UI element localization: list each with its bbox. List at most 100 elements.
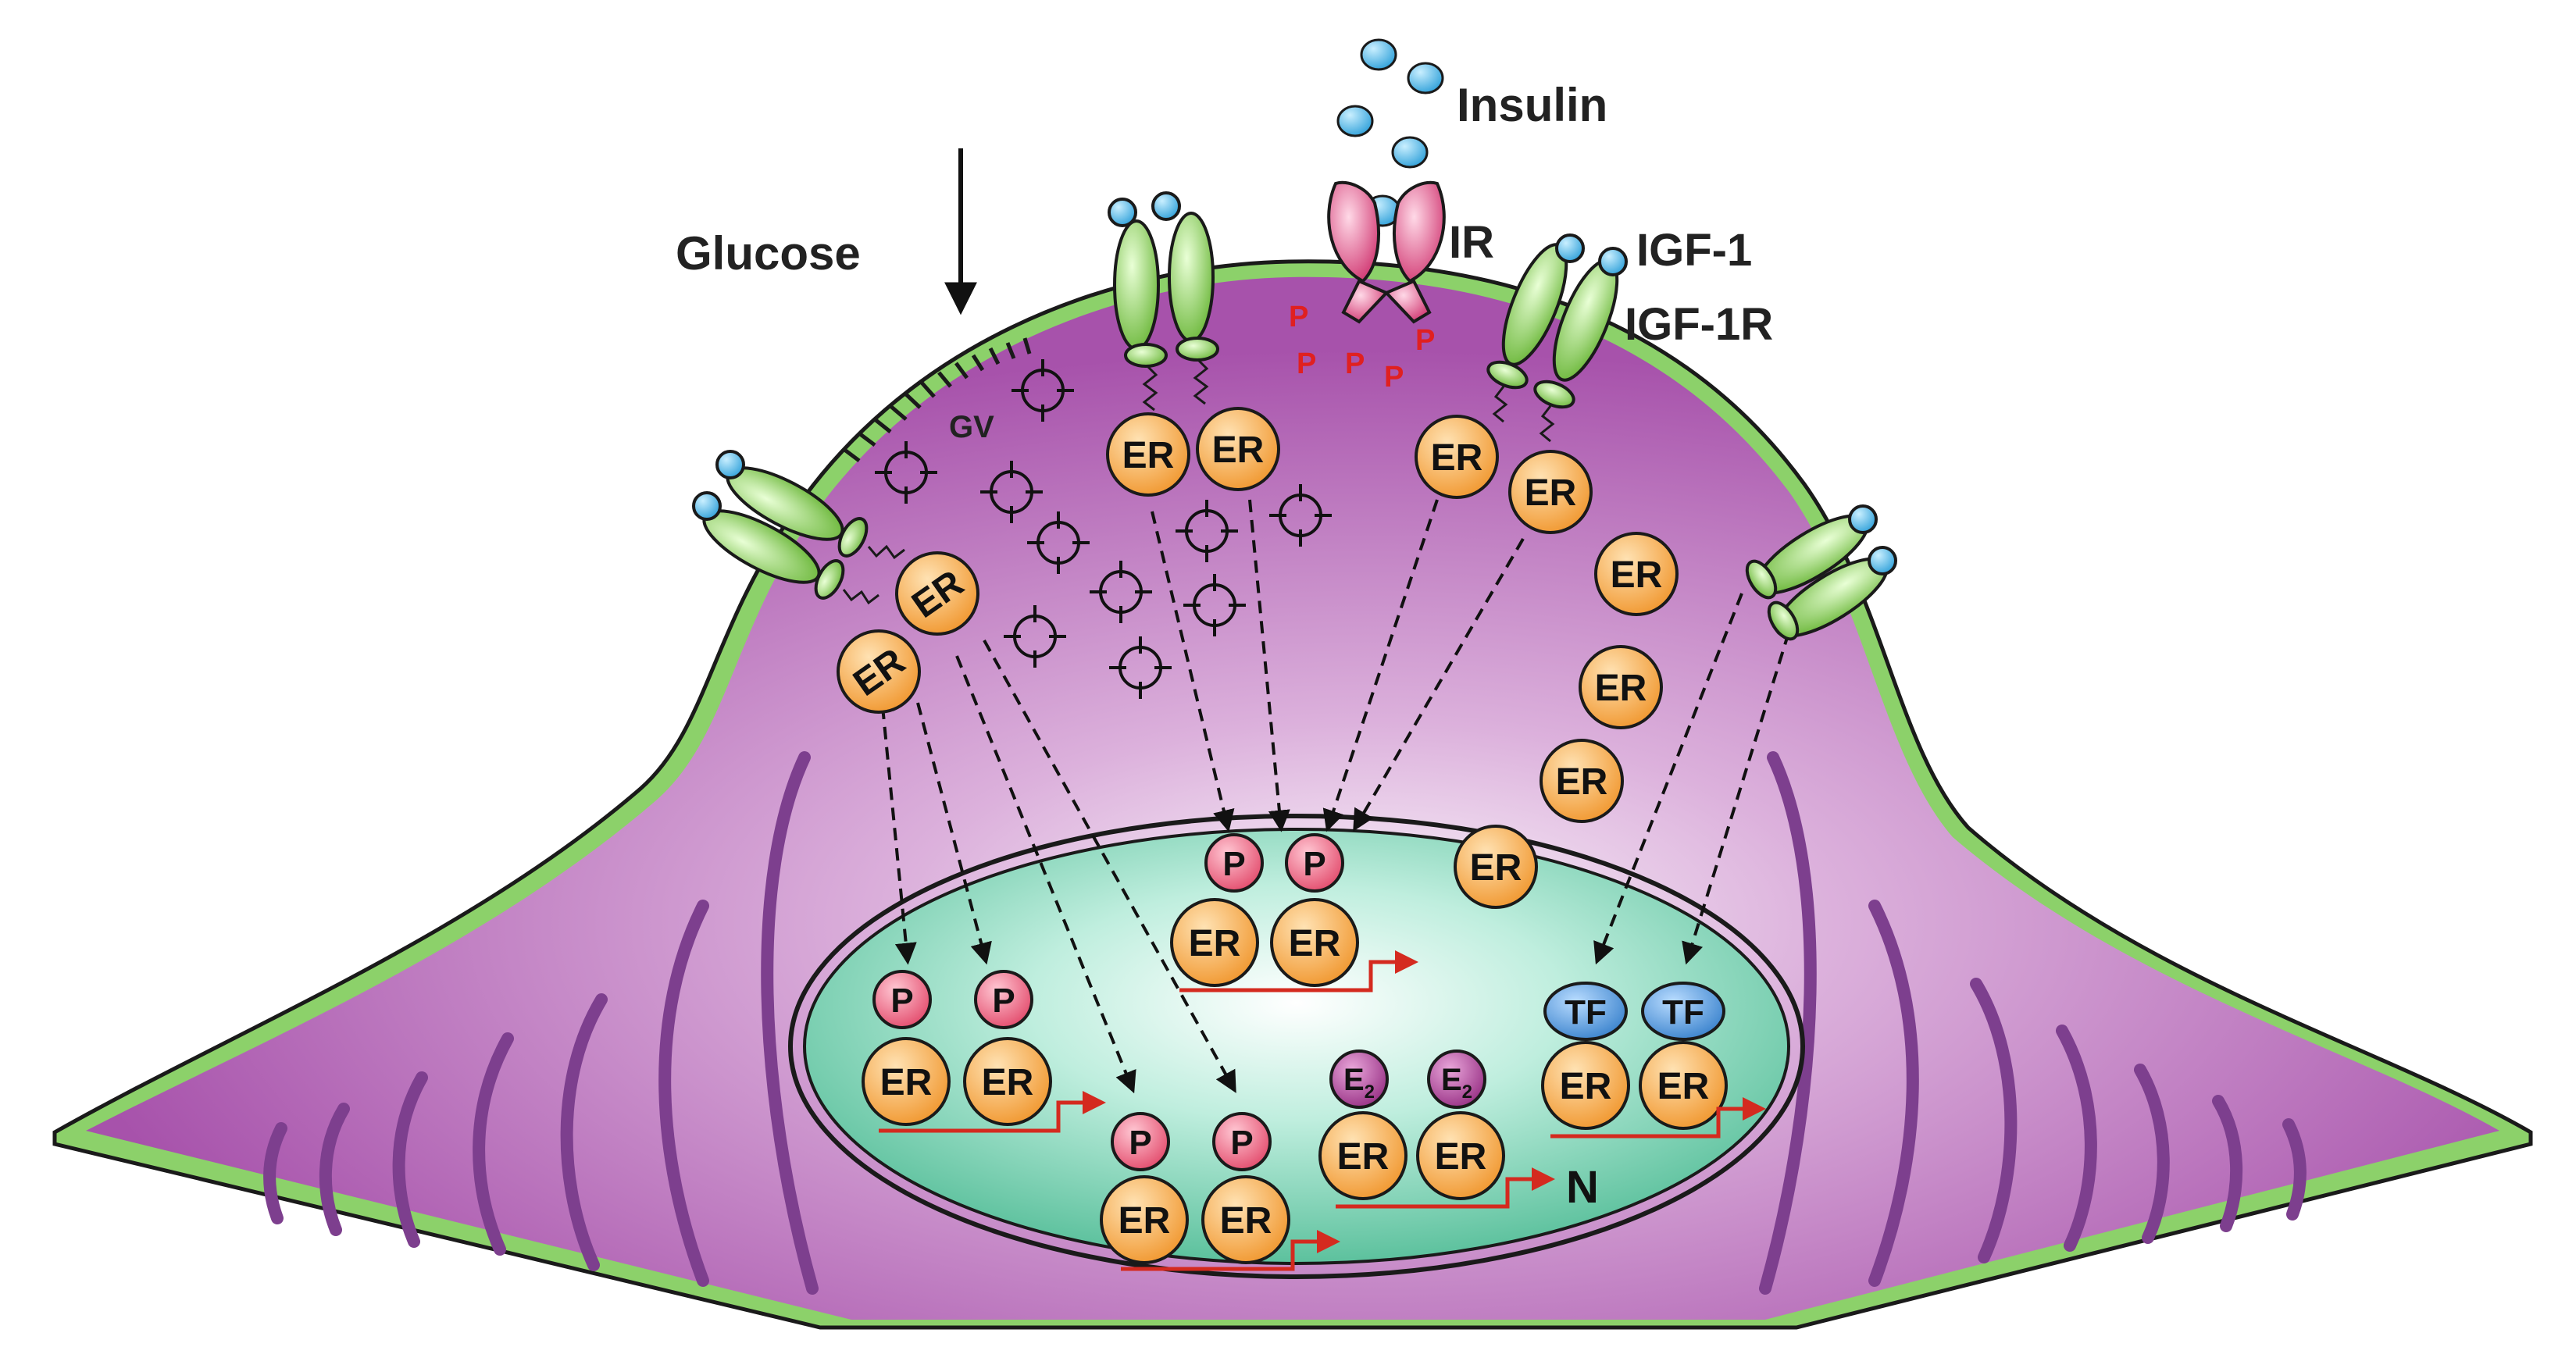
tf-factor: TF xyxy=(1543,982,1628,1041)
svg-text:ER: ER xyxy=(1470,847,1522,889)
complex-p-er-left: P P ER ER xyxy=(862,970,1106,1133)
er-protein: ER xyxy=(1454,825,1538,909)
insulin-molecules xyxy=(1336,38,1444,227)
glucose-vesicles xyxy=(875,359,1332,699)
igf1r-label: IGF-1R xyxy=(1625,299,1773,350)
er-cytoplasmic: ER ER ER ER ER ER ER ER ER ER xyxy=(837,407,1679,909)
vesicle-icon xyxy=(875,441,937,504)
vesicle-icon xyxy=(1027,511,1090,574)
igf1-label: IGF-1 xyxy=(1636,225,1752,276)
p-phospho: P xyxy=(1111,1112,1170,1171)
er-protein: ER xyxy=(1201,1175,1290,1264)
transcription-arrow xyxy=(1550,1097,1766,1139)
svg-text:TF: TF xyxy=(1565,993,1607,1032)
nucleus-outer-membrane xyxy=(788,814,1805,1279)
er-protein: ER xyxy=(1100,1175,1189,1264)
complex-e2-er: E2 E2 ER ER xyxy=(1318,1049,1555,1209)
er-protein: ER xyxy=(1540,739,1624,823)
svg-text:ER: ER xyxy=(1189,923,1241,964)
tf-factor: TF xyxy=(1641,982,1725,1041)
svg-text:P: P xyxy=(1289,301,1308,333)
svg-text:ER: ER xyxy=(1525,472,1577,514)
igf1r-receptor-b xyxy=(1486,233,1628,443)
er-protein: ER xyxy=(1541,1041,1630,1130)
p-phospho: P xyxy=(974,970,1033,1029)
er-protein: ER xyxy=(1170,898,1259,987)
p-phospho: P xyxy=(1212,1112,1272,1171)
er-protein: ER xyxy=(1508,450,1593,534)
vesicle-icon xyxy=(1176,500,1238,562)
svg-text:ER: ER xyxy=(1556,761,1608,803)
svg-text:ER: ER xyxy=(1431,437,1483,479)
svg-text:ER: ER xyxy=(1220,1200,1272,1242)
svg-text:ER: ER xyxy=(1119,1200,1171,1242)
svg-text:P: P xyxy=(992,982,1015,1020)
er-protein: ER xyxy=(862,1037,951,1126)
svg-text:ER: ER xyxy=(880,1062,933,1103)
svg-text:P: P xyxy=(1345,347,1365,380)
complex-p-er-bottom: P P ER ER xyxy=(1100,1112,1340,1271)
er-protein: ER xyxy=(1639,1041,1728,1130)
er-protein: ER xyxy=(837,629,921,714)
p-phospho: P xyxy=(872,970,932,1029)
vesicle-icon xyxy=(1090,561,1152,623)
transcription-arrow xyxy=(1336,1167,1555,1209)
transcription-arrow xyxy=(1121,1230,1340,1271)
svg-text:ER: ER xyxy=(982,1062,1034,1103)
svg-text:TF: TF xyxy=(1662,993,1704,1032)
vesicle-icon xyxy=(980,461,1043,523)
vesicle-icon xyxy=(1269,484,1332,547)
membrane-ridges xyxy=(842,337,1032,462)
er-protein: ER xyxy=(1594,532,1679,616)
svg-text:P: P xyxy=(1384,361,1404,394)
e2-estradiol: E2 xyxy=(1329,1049,1389,1109)
svg-text:ER: ER xyxy=(1289,923,1341,964)
signal-arrows xyxy=(881,499,1790,1094)
er-protein: ER xyxy=(895,551,979,636)
cristae-folds-left xyxy=(263,751,819,1295)
er-protein: ER xyxy=(1416,1111,1505,1200)
glucose-label: Glucose xyxy=(676,227,861,280)
svg-text:ER: ER xyxy=(1435,1136,1487,1178)
igf1r-receptor-c xyxy=(692,450,905,605)
er-protein: ER xyxy=(1318,1111,1408,1200)
igf1r-receptor-d xyxy=(1745,504,1897,641)
svg-text:E2: E2 xyxy=(1343,1063,1375,1103)
er-protein: ER xyxy=(1106,412,1190,497)
svg-text:ER: ER xyxy=(1122,435,1175,476)
insulin-receptor xyxy=(1327,180,1446,324)
er-protein: ER xyxy=(1196,407,1280,491)
vesicle-icon xyxy=(1011,359,1074,422)
complex-p-er-top: P P ER ER xyxy=(1170,833,1418,992)
vesicle-icon xyxy=(1004,605,1066,668)
vesicle-icon xyxy=(1109,636,1172,699)
svg-text:P: P xyxy=(1415,324,1435,357)
nucleus-label: N xyxy=(1566,1162,1599,1213)
svg-text:P: P xyxy=(1303,845,1325,883)
svg-text:ER: ER xyxy=(1611,554,1663,596)
cristae-folds-right xyxy=(1759,751,2307,1295)
nucleus xyxy=(803,828,1790,1265)
er-protein: ER xyxy=(1415,415,1499,499)
er-protein: ER xyxy=(1579,645,1663,729)
phospho-marks: P P P P P xyxy=(1289,301,1435,394)
svg-text:P: P xyxy=(1230,1124,1253,1162)
complex-tf-er: TF TF ER ER xyxy=(1541,982,1766,1139)
p-phospho: P xyxy=(1204,833,1264,893)
er-protein: ER xyxy=(963,1037,1052,1126)
svg-text:ER: ER xyxy=(1595,668,1647,709)
svg-text:P: P xyxy=(890,982,913,1020)
gv-label: GV xyxy=(949,410,994,444)
e2-estradiol: E2 xyxy=(1427,1049,1486,1109)
p-phospho: P xyxy=(1285,833,1344,893)
svg-text:E2: E2 xyxy=(1441,1063,1472,1103)
vesicle-icon xyxy=(1183,574,1246,636)
svg-text:P: P xyxy=(1297,347,1316,380)
igf1r-receptor-a xyxy=(1108,191,1219,412)
er-protein: ER xyxy=(1270,898,1359,987)
ir-label: IR xyxy=(1449,217,1494,268)
transcription-arrow xyxy=(879,1091,1106,1133)
svg-text:ER: ER xyxy=(1337,1136,1390,1178)
